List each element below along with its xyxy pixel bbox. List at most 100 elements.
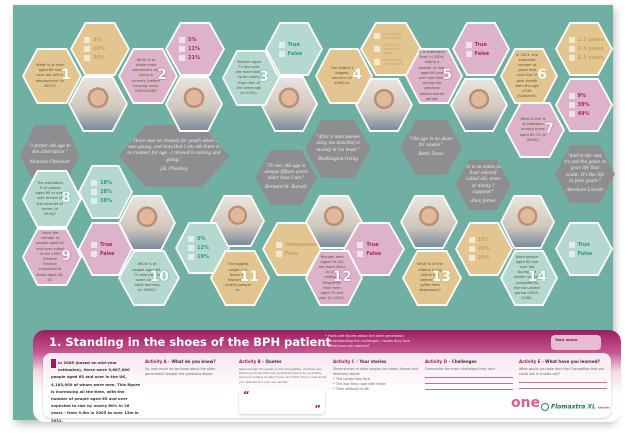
checkbox[interactable] bbox=[91, 180, 97, 186]
answer-line[interactable] bbox=[425, 382, 513, 384]
answer-option[interactable]: False bbox=[357, 250, 381, 257]
question-text: What % of the elderly living within the … bbox=[417, 262, 443, 293]
checkbox[interactable] bbox=[468, 255, 475, 261]
answer-option[interactable]: 11% bbox=[179, 46, 200, 52]
answer-option[interactable]: 10% bbox=[468, 237, 490, 243]
answer-line[interactable] bbox=[425, 376, 513, 378]
checkbox[interactable] bbox=[179, 46, 185, 52]
option-label: Intruders in their home bbox=[383, 32, 402, 40]
answer-option[interactable]: 30% bbox=[468, 255, 490, 261]
quote-input-box[interactable]: “” bbox=[239, 387, 325, 415]
answer-option[interactable]: 6.3 years bbox=[568, 55, 604, 61]
option-label: True bbox=[577, 241, 590, 248]
answer-option[interactable]: False bbox=[465, 50, 489, 57]
checkbox[interactable] bbox=[84, 46, 90, 52]
activity-b: Activity B – Quotes Read through the quo… bbox=[239, 359, 327, 415]
answer-option[interactable]: Osteoporosis bbox=[276, 241, 320, 248]
checkbox[interactable] bbox=[179, 55, 185, 61]
question-number: 11 bbox=[239, 269, 259, 286]
answer-option[interactable]: Being alone and isolated bbox=[374, 58, 406, 66]
checkbox[interactable] bbox=[465, 41, 472, 48]
checkbox[interactable] bbox=[91, 250, 97, 257]
answer-option[interactable]: False bbox=[91, 250, 115, 257]
checkbox[interactable] bbox=[84, 55, 90, 61]
answer-option[interactable]: 4.3 years bbox=[568, 46, 604, 52]
answer-option[interactable]: 49% bbox=[568, 111, 590, 117]
option-label: Falls bbox=[285, 250, 298, 257]
checkbox[interactable] bbox=[374, 33, 381, 39]
checkbox[interactable] bbox=[568, 46, 575, 52]
answer-option[interactable]: 28% bbox=[91, 189, 112, 195]
objective-item: • Understanding the challenges / issues … bbox=[325, 339, 410, 344]
checkbox[interactable] bbox=[568, 250, 575, 257]
checkbox[interactable] bbox=[468, 246, 475, 252]
answer-option[interactable]: True bbox=[357, 241, 379, 248]
option-label: False bbox=[287, 50, 303, 57]
checkbox[interactable] bbox=[465, 50, 472, 57]
checkbox[interactable] bbox=[357, 241, 364, 248]
answer-line[interactable] bbox=[425, 388, 513, 390]
checkbox[interactable] bbox=[276, 250, 282, 257]
answer-option[interactable]: 19% bbox=[188, 254, 209, 260]
answer-option[interactable]: Managing household chores bbox=[374, 43, 406, 55]
answer-option[interactable]: True bbox=[91, 241, 112, 248]
question-text: Women aged 75 and over are more likely t… bbox=[235, 59, 263, 95]
answer-option[interactable]: True bbox=[568, 241, 590, 248]
answer-option[interactable]: 38% bbox=[91, 198, 112, 204]
answer-option[interactable]: 20% bbox=[468, 246, 490, 252]
option-label: False bbox=[577, 250, 593, 257]
question-number: 7 bbox=[544, 121, 554, 138]
answer-option[interactable]: 10% bbox=[84, 46, 105, 52]
answer-option[interactable]: 39% bbox=[568, 102, 590, 108]
checkbox[interactable] bbox=[278, 50, 285, 57]
answer-option[interactable]: Intruders in their home bbox=[374, 32, 406, 40]
checkbox[interactable] bbox=[276, 241, 282, 248]
answer-option[interactable]: 18% bbox=[91, 180, 112, 186]
question-hex: The biggest single risk factor for fract… bbox=[210, 250, 270, 306]
checkbox[interactable] bbox=[91, 198, 97, 204]
checkbox[interactable] bbox=[468, 237, 475, 243]
answer-option[interactable]: 9% bbox=[568, 93, 586, 99]
answer-option[interactable]: 5% bbox=[188, 236, 206, 242]
answer-option[interactable]: 3% bbox=[84, 37, 102, 43]
checkbox[interactable] bbox=[188, 236, 194, 242]
checkbox[interactable] bbox=[568, 102, 575, 108]
answer-option[interactable]: True bbox=[278, 41, 300, 48]
checkbox[interactable] bbox=[179, 37, 185, 43]
answer-option[interactable]: True bbox=[465, 41, 487, 48]
question-number: 4 bbox=[352, 67, 362, 84]
score-field[interactable]: Your score bbox=[551, 335, 601, 350]
checkbox[interactable] bbox=[84, 37, 90, 43]
question-text: What % of men aged 65 and over are still… bbox=[35, 62, 65, 88]
answer-option[interactable]: 5% bbox=[179, 37, 197, 43]
checkbox[interactable] bbox=[91, 189, 97, 195]
answer-line[interactable] bbox=[519, 381, 607, 383]
answer-option[interactable]: False bbox=[568, 250, 593, 257]
checkbox[interactable] bbox=[91, 241, 97, 248]
checkbox[interactable] bbox=[188, 254, 194, 260]
checkbox[interactable] bbox=[568, 241, 575, 248]
answer-option[interactable]: 2.3 years bbox=[568, 37, 604, 43]
checkbox[interactable] bbox=[568, 55, 575, 61]
checkbox[interactable] bbox=[374, 46, 381, 52]
quote-hex: "Old age is no place for sissies." Bette … bbox=[400, 120, 462, 175]
checkbox[interactable] bbox=[568, 93, 575, 99]
question-hex: What % of single male pensioners are liv… bbox=[118, 48, 178, 104]
answer-option[interactable]: 21% bbox=[179, 55, 200, 61]
checkbox[interactable] bbox=[568, 37, 575, 43]
quote-text: "Old age is no place for sissies." bbox=[409, 136, 453, 148]
checkbox[interactable] bbox=[568, 111, 575, 117]
quote-text: "It is so comic to hear oneself called o… bbox=[464, 165, 502, 195]
checkbox[interactable] bbox=[374, 59, 381, 65]
answer-option[interactable]: Falls bbox=[276, 250, 298, 257]
answer-option[interactable]: 12% bbox=[188, 245, 209, 251]
answer-option[interactable]: False bbox=[278, 50, 303, 57]
checkbox[interactable] bbox=[188, 245, 194, 251]
quote-author: Bette Davis bbox=[418, 152, 444, 157]
answer-option[interactable]: 30% bbox=[84, 55, 105, 61]
answer-line[interactable] bbox=[519, 387, 607, 389]
checkbox[interactable] bbox=[278, 41, 285, 48]
checkbox[interactable] bbox=[357, 250, 364, 257]
option-label: 21% bbox=[188, 55, 200, 61]
photo-hex bbox=[400, 195, 458, 249]
